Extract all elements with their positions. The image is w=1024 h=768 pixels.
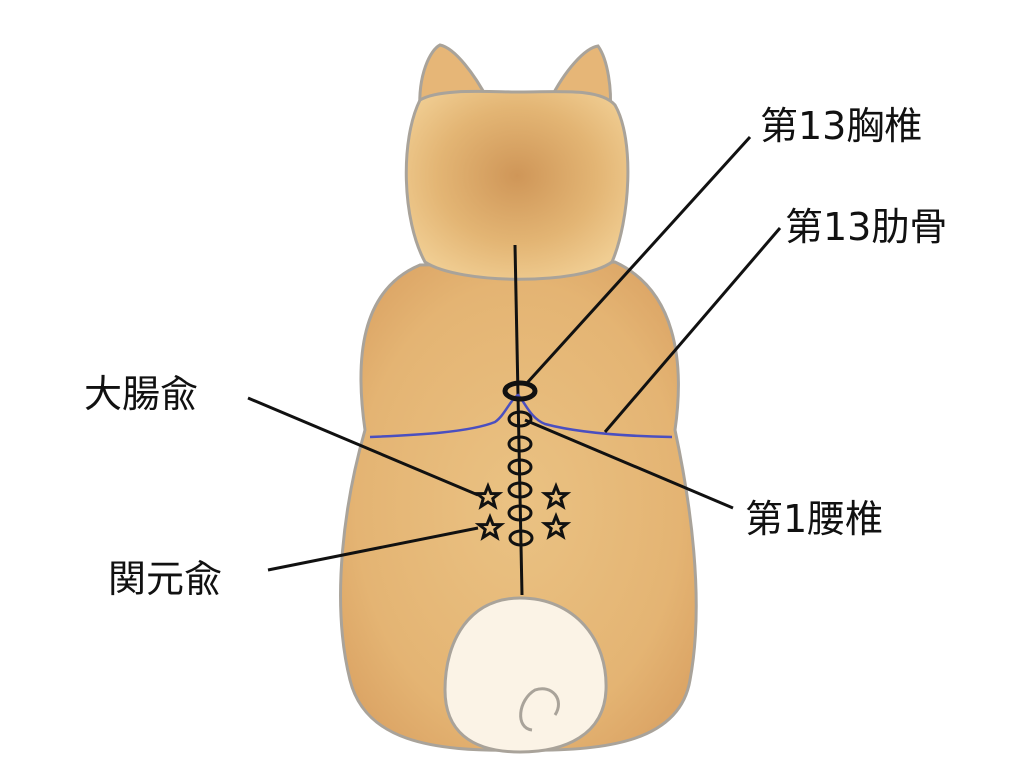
vertebra-marker bbox=[508, 529, 534, 547]
label-rib-13: 第13肋骨 bbox=[785, 205, 948, 249]
label-thoracic-13: 第13胸椎 bbox=[760, 104, 923, 148]
leader-thoracic13 bbox=[525, 135, 752, 385]
vertebra-marker bbox=[507, 458, 533, 476]
label-lumbar-1: 第1腰椎 bbox=[745, 497, 884, 541]
leader-guanyuan bbox=[267, 526, 479, 572]
vertebra-marker bbox=[507, 481, 533, 499]
label-large-intestine-point: 大腸兪 bbox=[84, 372, 199, 416]
star-icon bbox=[472, 481, 504, 510]
leader-rib13 bbox=[603, 227, 782, 433]
leader-large-intestine bbox=[247, 396, 479, 497]
vertebra-marker bbox=[507, 410, 533, 428]
rib-13-line bbox=[369, 393, 673, 439]
lumbar-vertebrae bbox=[507, 410, 534, 547]
spine-line bbox=[513, 244, 524, 596]
leader-lumbar1 bbox=[524, 418, 734, 510]
vertebra-marker bbox=[507, 504, 533, 522]
thoracic-13-marker bbox=[502, 380, 538, 402]
star-icon bbox=[540, 511, 572, 540]
star-icon bbox=[540, 481, 572, 510]
vertebra-marker bbox=[507, 435, 533, 453]
star-icon bbox=[474, 512, 506, 541]
dog-head bbox=[404, 89, 630, 281]
leader-lines bbox=[247, 135, 782, 572]
tail-curl bbox=[519, 687, 560, 732]
label-guanyuan-point: 関元兪 bbox=[108, 557, 223, 601]
acupoint-stars bbox=[472, 481, 572, 541]
dog-tail bbox=[443, 596, 608, 754]
